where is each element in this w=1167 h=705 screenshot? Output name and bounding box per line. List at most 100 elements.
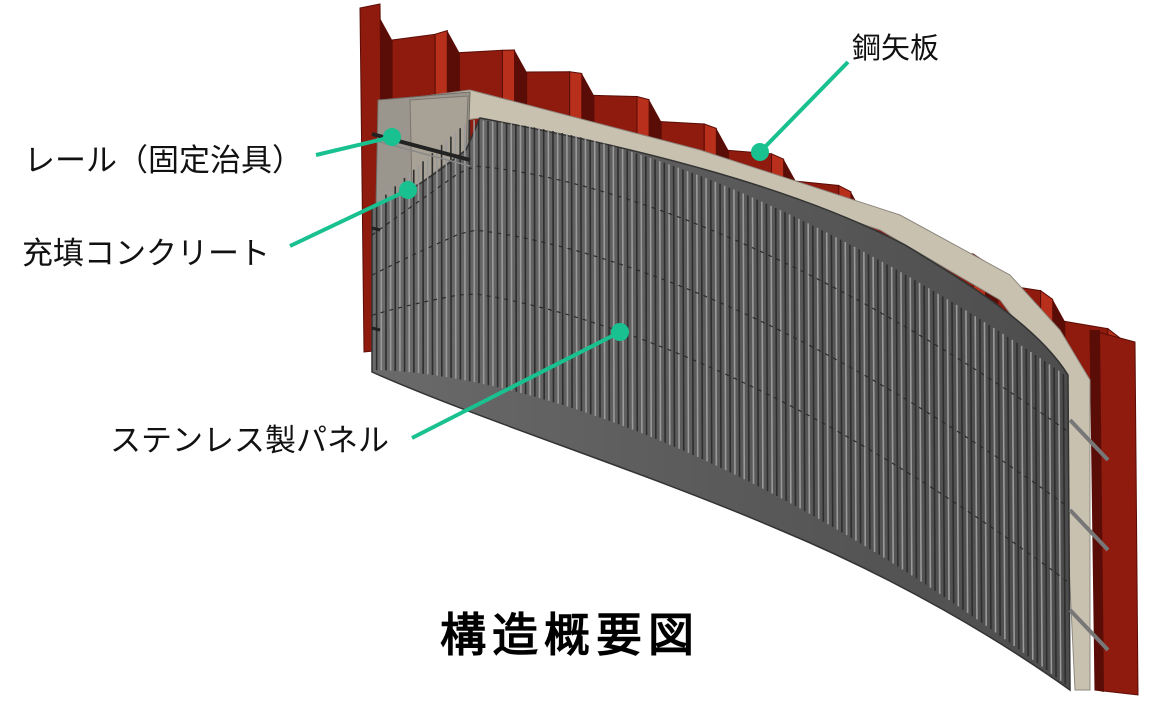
panel-rib (603, 143, 606, 420)
panel-rib (955, 304, 960, 607)
panel-rib (904, 274, 908, 573)
label-stainless-panel: ステンレス製パネル (110, 423, 389, 459)
panel-rib (937, 293, 941, 594)
panel-rib (682, 169, 685, 451)
panel-rib (760, 201, 764, 489)
panel-rib (909, 277, 913, 576)
panel-rib (969, 313, 974, 617)
panel-rib (719, 183, 722, 468)
panel-rib (742, 193, 746, 480)
rail-bolts-right (1068, 418, 1110, 652)
panel-rib (709, 180, 713, 464)
panel-rib (997, 330, 1001, 636)
panel-rib (979, 319, 983, 623)
panel-rib (876, 259, 881, 555)
panel-rib (784, 212, 787, 501)
panel-rib (756, 199, 760, 487)
panel-rib (686, 171, 690, 453)
label-filled-concrete: 充填コンクリート (22, 236, 270, 272)
panel-rib (863, 251, 867, 547)
panel-rib (556, 131, 559, 404)
panel-rib (1030, 351, 1034, 660)
panel-rib (946, 299, 950, 601)
panel-rib (1053, 367, 1057, 678)
panel-rib (895, 269, 899, 567)
panel-rib (723, 185, 727, 471)
panel-rib (992, 327, 997, 633)
stainless-panel-joints (371, 165, 1070, 584)
leader-rail (315, 135, 393, 157)
panel-rib (1057, 370, 1062, 681)
filled-concrete-section (409, 95, 469, 192)
panel-rib (640, 154, 643, 434)
panel-rib (1048, 364, 1053, 674)
panel-joint (371, 293, 1070, 584)
leader-sheet-pile (758, 60, 850, 154)
leader-dot-rail (383, 128, 401, 146)
panel-rib (830, 234, 834, 527)
panel-rib (821, 230, 825, 522)
panel-rib (705, 178, 708, 462)
label-rail: レール（固定治具） (24, 143, 303, 179)
panel-rib (668, 164, 671, 445)
panel-rib (658, 161, 662, 441)
panel-rib (951, 302, 955, 604)
panel-rib (974, 316, 978, 620)
panel-rib (733, 189, 736, 475)
panel-rib (825, 232, 829, 525)
panel-rib (965, 310, 969, 613)
panel-rib (927, 288, 932, 588)
panel-rib (923, 285, 927, 585)
panel-rib (1002, 333, 1006, 640)
diagram-title: 構造概要図 (440, 608, 700, 662)
leader-lines (289, 60, 850, 440)
panel-rib (849, 244, 853, 538)
panel-rib (788, 214, 792, 504)
panel-rib (607, 144, 611, 421)
panel-rib (700, 176, 704, 460)
panel-rib (672, 165, 676, 447)
panel-rib (890, 267, 894, 564)
panel-rib (844, 242, 848, 536)
label-sheet-pile: 鋼矢板 (852, 31, 940, 65)
panel-rib (900, 272, 904, 570)
panel-rib (570, 135, 573, 409)
panel-rib (867, 254, 871, 550)
panel-rib (918, 282, 922, 582)
panel-rib (807, 223, 811, 514)
panel-rib (751, 197, 755, 484)
panel-rib (579, 137, 583, 412)
panel-rib (1044, 361, 1048, 671)
panel-rib (552, 130, 555, 403)
panel-rib (886, 264, 890, 561)
panel-rib (747, 195, 750, 482)
panel-rib (770, 205, 773, 494)
panel-rib (941, 296, 946, 597)
panel-rib (983, 322, 988, 626)
panel-rib (1039, 358, 1043, 667)
panel-rib (988, 324, 992, 630)
panel-rib (635, 153, 639, 432)
panel-rib (654, 159, 657, 439)
panel-rib (858, 249, 862, 544)
panel-rib (598, 142, 601, 418)
panel-rib (793, 216, 797, 506)
panel-rib (881, 261, 885, 558)
panel-rib (802, 221, 806, 512)
sheet-pile-end-right-edge (1090, 330, 1104, 692)
panel-rib (612, 146, 615, 423)
panel-rib (547, 130, 550, 401)
panel-rib (839, 239, 843, 533)
panel-rib (816, 227, 820, 519)
panel-rib (1006, 336, 1011, 643)
panel-rib (1034, 355, 1039, 664)
panel-rib (811, 225, 815, 517)
panel-rib (593, 141, 597, 416)
panel-rib (872, 256, 876, 552)
panel-rib (575, 136, 578, 410)
panel-rib (663, 162, 666, 443)
panel-rib (1016, 342, 1020, 650)
leader-concrete (289, 188, 409, 248)
panel-rib (1025, 348, 1029, 657)
